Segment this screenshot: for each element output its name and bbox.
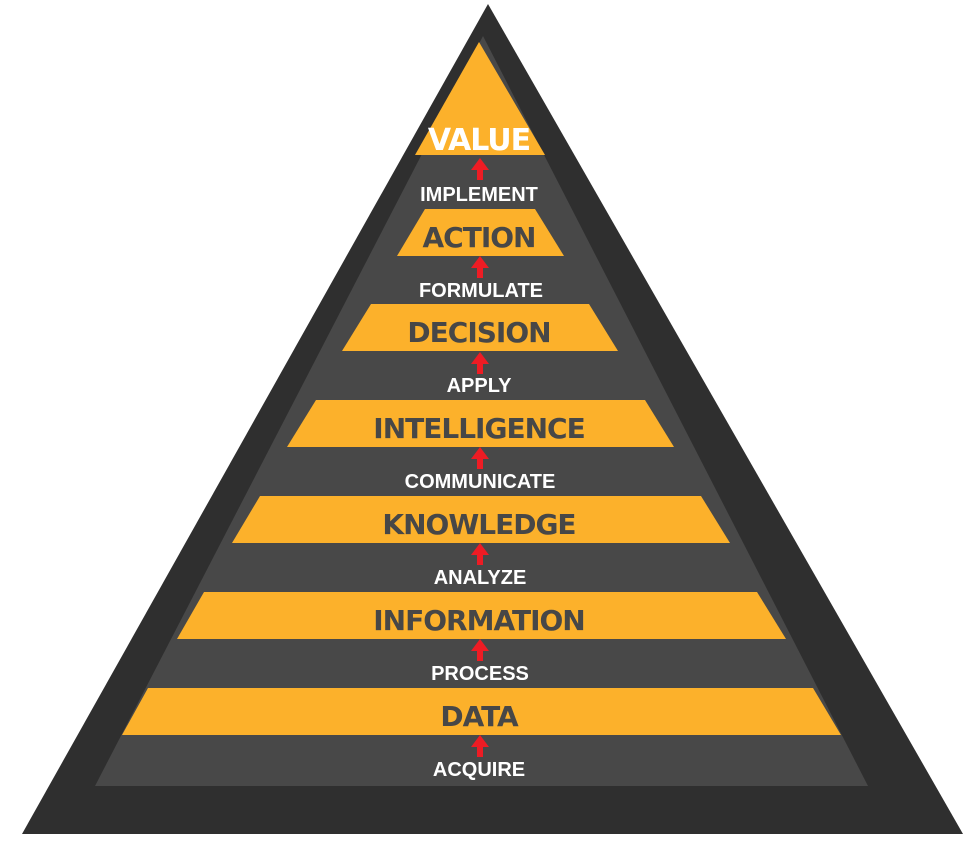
transition-label-apply: APPLY: [447, 375, 513, 397]
level-label-action: ACTION: [423, 221, 536, 254]
transition-label-implement: IMPLEMENT: [420, 184, 538, 206]
level-label-knowledge: KNOWLEDGE: [382, 508, 575, 541]
level-band-value: [415, 42, 545, 155]
level-label-decision: DECISION: [407, 316, 550, 349]
transition-label-process: PROCESS: [431, 663, 529, 685]
level-band-information: [177, 592, 786, 639]
arrow-up-icon: [471, 352, 489, 374]
level-band-knowledge: [232, 496, 730, 543]
level-band-decision: [342, 304, 618, 351]
level-label-data: DATA: [440, 700, 519, 733]
transition-label-acquire: ACQUIRE: [433, 759, 525, 781]
arrow-up-icon: [471, 543, 489, 565]
arrow-up-icon: [471, 735, 489, 757]
arrow-up-icon: [471, 256, 489, 278]
transition-label-analyze: ANALYZE: [434, 567, 527, 589]
level-band-data: [122, 688, 841, 735]
arrow-up-icon: [471, 158, 489, 180]
level-label-information: INFORMATION: [373, 604, 584, 637]
arrow-up-icon: [471, 447, 489, 469]
level-band-intelligence: [287, 400, 674, 447]
level-label-value: VALUE: [428, 123, 530, 158]
transition-label-communicate: COMMUNICATE: [405, 471, 556, 493]
level-band-action: [397, 209, 564, 256]
level-label-intelligence: INTELLIGENCE: [373, 412, 584, 445]
transition-label-formulate: FORMULATE: [419, 280, 543, 302]
arrow-up-icon: [471, 639, 489, 661]
